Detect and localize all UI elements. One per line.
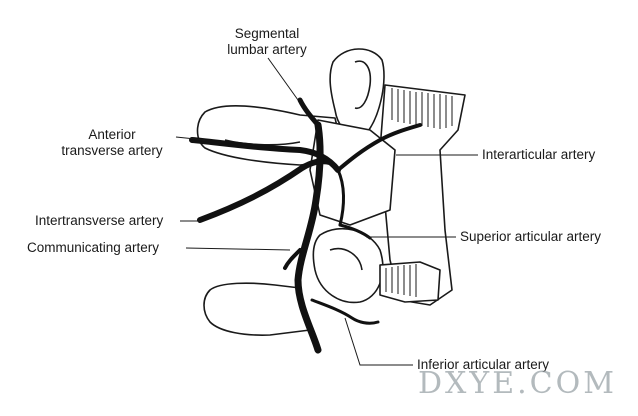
- vertebral-body: [379, 84, 466, 306]
- label-intertransverse-artery: Intertransverse artery: [35, 213, 164, 228]
- label-anterior-line2: transverse artery: [61, 143, 163, 158]
- label-interarticular-artery: Interarticular artery: [482, 147, 596, 162]
- lower-transverse-process: [203, 282, 311, 336]
- interarticular-artery-vessel: [336, 123, 422, 172]
- superior-articular-process: [312, 227, 384, 304]
- pointer-inferior-articular: [344, 317, 413, 366]
- communicating-artery-vessel: [283, 248, 302, 270]
- label-anterior-line1: Anterior: [88, 127, 136, 142]
- pars-region: [309, 119, 396, 226]
- label-segmental-lumbar-artery: Segmental lumbar artery: [219, 26, 315, 58]
- label-segmental-line2: lumbar artery: [227, 42, 307, 57]
- label-segmental-line1: Segmental: [234, 26, 300, 41]
- inferior-articular-artery-vessel: [310, 298, 380, 325]
- label-inferior-articular-artery: Inferior articular artery: [417, 357, 550, 372]
- pointer-anterior: [175, 136, 206, 141]
- label-anterior-transverse-artery: Anterior transverse artery: [53, 127, 171, 159]
- watermark: DXYE.COM: [418, 366, 617, 401]
- pointer-communicating: [185, 247, 291, 251]
- label-superior-articular-artery: Superior articular artery: [460, 229, 602, 244]
- main-vertical-vessel: [294, 121, 324, 354]
- pointer-segmental: [267, 57, 299, 101]
- label-communicating-artery: Communicating artery: [27, 240, 160, 255]
